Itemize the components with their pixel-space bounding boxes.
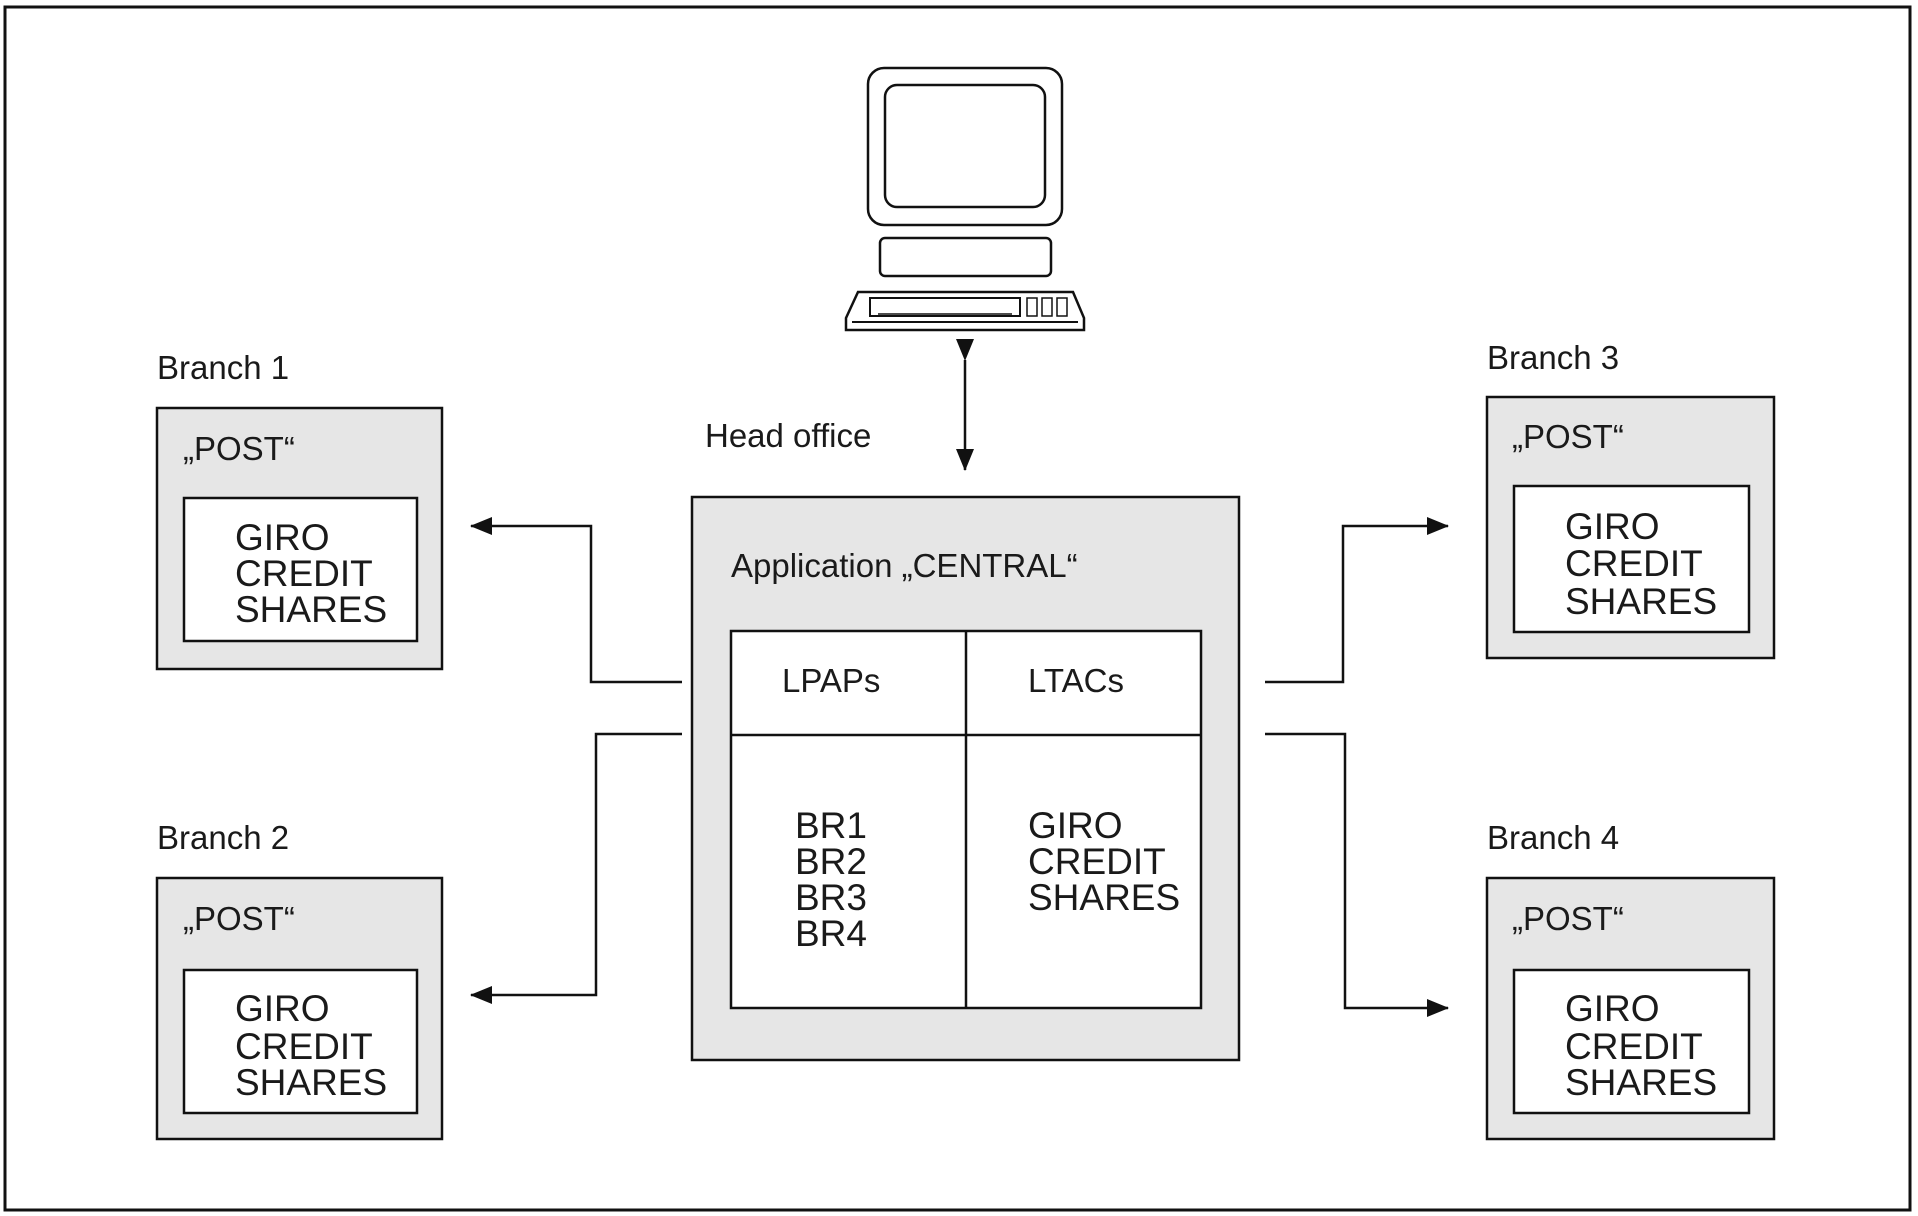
branch-label: Branch 4 (1487, 819, 1619, 856)
branch-service: CREDIT (1565, 543, 1703, 584)
head-office-label: Head office (705, 417, 871, 454)
ltacs-header: LTACs (1028, 662, 1124, 699)
branch-app-name: „POST“ (1512, 418, 1624, 455)
ltac-list: GIRO CREDIT SHARES (1028, 805, 1180, 918)
branch-label: Branch 3 (1487, 339, 1619, 376)
lpap-list: BR1 BR2 BR3 BR4 (795, 805, 867, 954)
ltac-item: SHARES (1028, 877, 1180, 918)
branch-1: Branch 1 „POST“ GIRO CREDIT SHARES (155, 349, 444, 671)
link-to-branch-3-arrow (1265, 517, 1449, 684)
branch-app-name: „POST“ (183, 430, 295, 467)
ltac-item: CREDIT (1028, 841, 1166, 882)
branch-app-name: „POST“ (183, 900, 295, 937)
branch-service: SHARES (1565, 1062, 1717, 1103)
branch-service: GIRO (1565, 988, 1660, 1029)
branch-2: Branch 2 „POST“ GIRO CREDIT SHARES (155, 819, 444, 1141)
branch-app-name: „POST“ (1512, 900, 1624, 937)
lpap-item: BR2 (795, 841, 867, 882)
branch-service: SHARES (235, 589, 387, 630)
branch-service: SHARES (1565, 581, 1717, 622)
lpap-item: BR1 (795, 805, 867, 846)
branch-service: GIRO (1565, 506, 1660, 547)
branch-3: Branch 3 „POST“ GIRO CREDIT SHARES (1485, 339, 1776, 660)
branch-service: CREDIT (235, 553, 373, 594)
branch-label: Branch 1 (157, 349, 289, 386)
link-to-branch-1-arrow (470, 517, 682, 684)
lpap-item: BR4 (795, 913, 867, 954)
ltac-item: GIRO (1028, 805, 1123, 846)
branch-4: Branch 4 „POST“ GIRO CREDIT SHARES (1485, 819, 1776, 1141)
branch-service: CREDIT (235, 1026, 373, 1067)
lpaps-header: LPAPs (782, 662, 880, 699)
central-application-title: Application „CENTRAL“ (731, 547, 1078, 584)
lpap-item: BR3 (795, 877, 867, 918)
branch-service: CREDIT (1565, 1026, 1703, 1067)
branch-service: GIRO (235, 517, 330, 558)
computer-terminal-icon (844, 66, 1086, 332)
branch-label: Branch 2 (157, 819, 289, 856)
link-to-branch-2-arrow (470, 732, 682, 1004)
branch-service: GIRO (235, 988, 330, 1029)
central-table (729, 629, 1203, 1010)
branch-service: SHARES (235, 1062, 387, 1103)
link-to-branch-4-arrow (1265, 732, 1449, 1017)
